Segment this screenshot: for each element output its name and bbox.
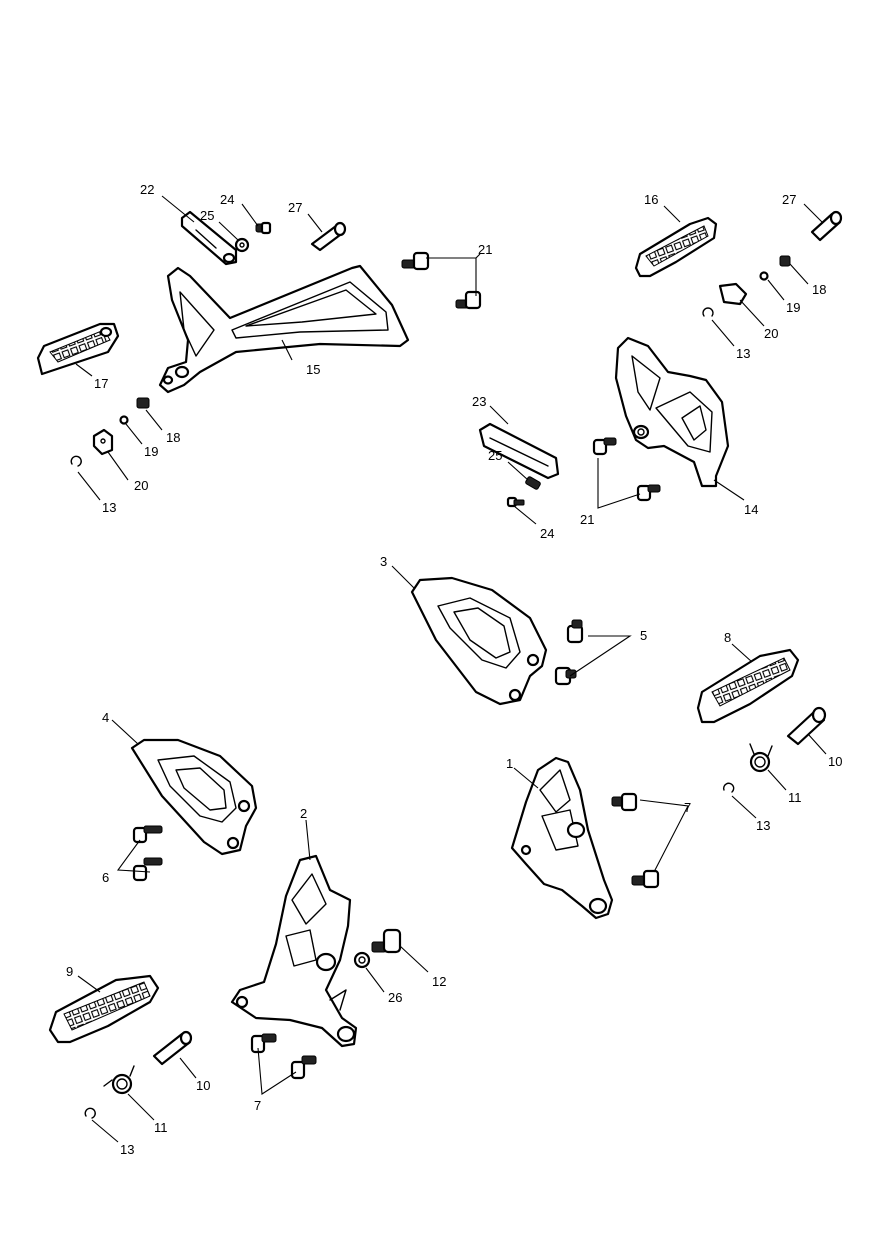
- callout-19-left: 19: [144, 444, 158, 459]
- callout-6: 6: [102, 870, 109, 885]
- bolts-hanger-right: [611, 792, 660, 889]
- callout-18-left: 18: [166, 430, 180, 445]
- leader-lines: [75, 195, 827, 1143]
- footrest-hanger-left: [230, 854, 358, 1048]
- callout-15: 15: [306, 362, 320, 377]
- bolts-hanger-left: [250, 1033, 317, 1080]
- callout-20-right: 20: [764, 326, 778, 341]
- footpeg-upper-right: [634, 216, 718, 278]
- heel-guard-left: [130, 738, 258, 856]
- return-spring-lower-left: [103, 1065, 135, 1095]
- callout-20-left: 20: [134, 478, 148, 493]
- hanger-bracket-right: [614, 336, 730, 488]
- pivot-pin-lower-left: [152, 1030, 193, 1066]
- callout-14: 14: [744, 502, 758, 517]
- linkage-rod-left: [180, 210, 238, 266]
- callout-26: 26: [388, 990, 402, 1005]
- pivot-pin-right-mid: [786, 706, 827, 746]
- callout-23: 23: [472, 394, 486, 409]
- small-screw-right: [506, 496, 525, 508]
- callout-25-top: 25: [200, 208, 214, 223]
- callout-19-right: 19: [786, 300, 800, 315]
- callout-10-left: 10: [196, 1078, 210, 1093]
- footrest-hanger-right: [510, 756, 614, 920]
- spring-small-right: [779, 255, 791, 267]
- callout-13-upper-left: 13: [102, 500, 116, 515]
- callout-17: 17: [94, 376, 108, 391]
- callout-27-left: 27: [288, 200, 302, 215]
- callout-11-right: 11: [788, 790, 802, 805]
- circlip-right-mid: [722, 782, 735, 793]
- callout-4: 4: [102, 710, 109, 725]
- callout-11-left: 11: [154, 1120, 168, 1135]
- spring-small-left: [136, 397, 150, 409]
- callout-22: 22: [140, 182, 154, 197]
- callout-10-right: 10: [828, 754, 842, 769]
- callout-12: 12: [432, 974, 446, 989]
- bolts-right-center: [592, 437, 661, 502]
- detent-plate-right: [718, 282, 748, 306]
- callout-5: 5: [640, 628, 647, 643]
- spring-right: [525, 476, 541, 490]
- callout-24-top: 24: [220, 192, 234, 207]
- pivot-pin-left: [310, 221, 347, 252]
- callout-13-upper-right: 13: [736, 346, 750, 361]
- callout-13-mid-right: 13: [756, 818, 770, 833]
- linkage-rod-right: [478, 422, 560, 480]
- callout-21-right: 21: [580, 512, 594, 527]
- callout-1: 1: [506, 756, 513, 771]
- callout-18-right: 18: [812, 282, 826, 297]
- callout-7-left: 7: [254, 1098, 261, 1113]
- callout-9: 9: [66, 964, 73, 979]
- pivot-bolt-left: [371, 928, 402, 954]
- ball-left: [119, 415, 129, 425]
- callout-2: 2: [300, 806, 307, 821]
- heel-guard-right: [410, 576, 548, 706]
- hanger-plate-left: [158, 264, 410, 394]
- callout-16: 16: [644, 192, 658, 207]
- callout-24-right: 24: [540, 526, 554, 541]
- bolts-top-center: [401, 251, 482, 310]
- callout-7-right: 7: [684, 800, 691, 815]
- callout-3: 3: [380, 554, 387, 569]
- footpeg-lower-left: [48, 974, 160, 1044]
- callout-25-right: 25: [488, 448, 502, 463]
- circlip-lower-left: [84, 1107, 96, 1119]
- return-spring-right: [749, 743, 773, 773]
- callout-27-right: 27: [782, 192, 796, 207]
- bolts-heel-guard-right: [554, 619, 584, 686]
- bolts-heel-guard-left: [132, 825, 163, 882]
- washer-top-left: [234, 237, 250, 253]
- small-screw-top-left: [255, 221, 272, 235]
- washer-left-hanger: [353, 951, 371, 969]
- callout-8: 8: [724, 630, 731, 645]
- pivot-pin-right-top: [810, 210, 843, 242]
- circlip-left-upper: [70, 455, 82, 467]
- callout-21-top: 21: [478, 242, 492, 257]
- ball-right: [759, 271, 769, 281]
- callout-labels: 1 2 3 4 5 6 7 7 8 9 10 10 11 11 12 13 13…: [66, 182, 842, 1157]
- circlip-right-upper: [702, 307, 714, 317]
- footpeg-mid-right: [696, 648, 800, 724]
- callout-13-lower-left: 13: [120, 1142, 134, 1157]
- footpeg-upper-left: [36, 322, 120, 376]
- detent-plate-left: [92, 428, 114, 456]
